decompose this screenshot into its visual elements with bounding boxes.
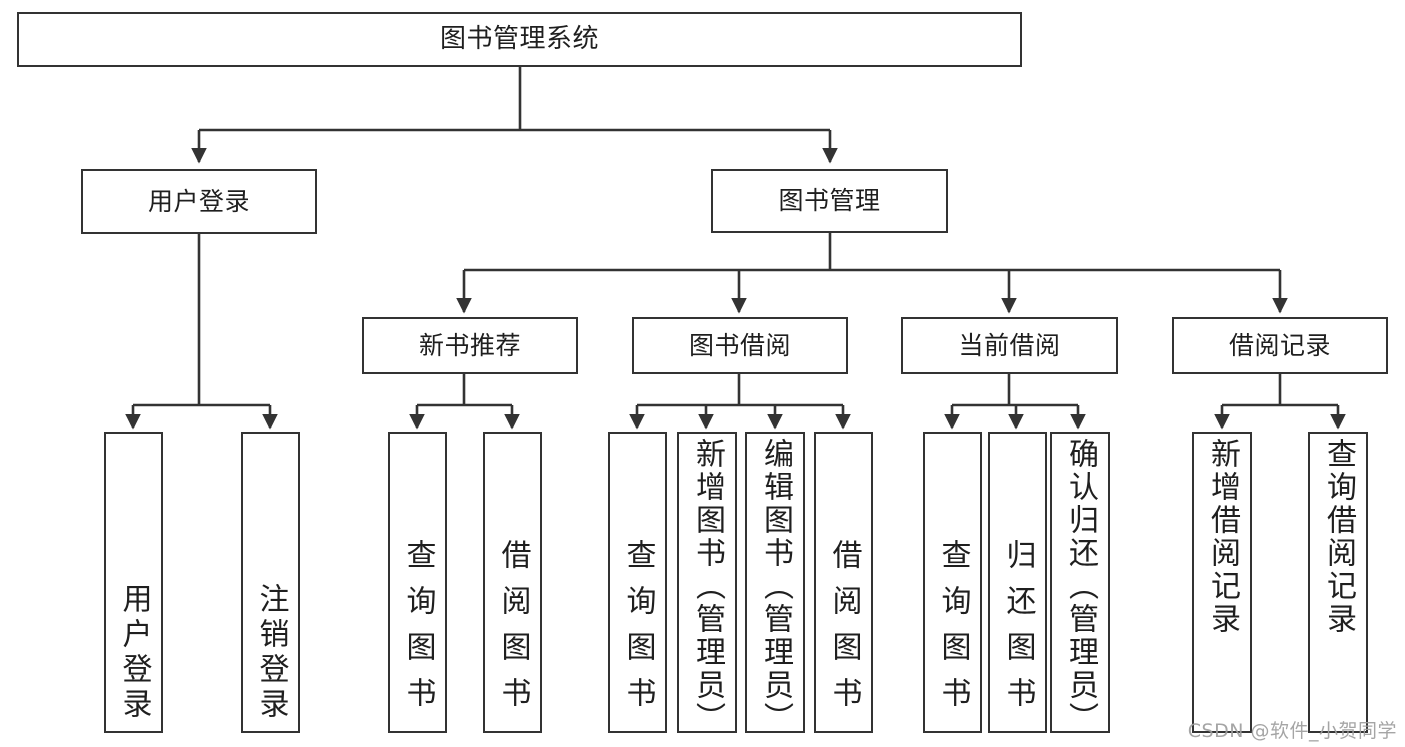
node-label: 借阅图书 [495, 539, 531, 723]
node-new-book-recommendation[interactable]: 新书推荐 [362, 317, 578, 374]
node-label: 注销登录 [253, 583, 289, 723]
node-label: 查询图书 [935, 539, 971, 723]
node-label: 确认归还（管理员） [1063, 438, 1098, 735]
node-root-book-management-system[interactable]: 图书管理系统 [17, 12, 1022, 67]
node-book-borrowing[interactable]: 图书借阅 [632, 317, 848, 374]
leaf-add-borrow-record[interactable]: 新增借阅记录 [1192, 432, 1252, 733]
watermark-csdn: CSDN @软件_小贺同学 [1187, 720, 1397, 742]
node-current-borrowing[interactable]: 当前借阅 [901, 317, 1118, 374]
leaf-query-books-borrow[interactable]: 查询图书 [608, 432, 667, 733]
node-label: 新书推荐 [418, 330, 521, 360]
node-label: 查询图书 [620, 539, 656, 723]
leaf-user-login[interactable]: 用户登录 [104, 432, 163, 733]
node-label: 用户登录 [147, 186, 250, 216]
leaf-add-book-admin[interactable]: 新增图书（管理员） [677, 432, 737, 735]
node-label: 编辑图书（管理员） [758, 438, 793, 735]
leaf-confirm-return-admin[interactable]: 确认归还（管理员） [1050, 432, 1110, 735]
node-label: 用户登录 [116, 583, 152, 723]
node-label: 当前借阅 [958, 330, 1061, 360]
node-user-login[interactable]: 用户登录 [81, 169, 317, 234]
node-label: 图书管理 [778, 186, 881, 216]
node-label: 新增借阅记录 [1205, 438, 1240, 636]
node-label: 查询图书 [400, 539, 436, 723]
leaf-query-books-recommend[interactable]: 查询图书 [388, 432, 447, 733]
node-label: 借阅记录 [1228, 330, 1331, 360]
node-label: 图书借阅 [688, 330, 791, 360]
leaf-query-borrow-record[interactable]: 查询借阅记录 [1308, 432, 1368, 733]
leaf-borrow-books-recommend[interactable]: 借阅图书 [483, 432, 542, 733]
node-label: 归还图书 [1000, 539, 1036, 723]
node-borrow-records[interactable]: 借阅记录 [1172, 317, 1388, 374]
node-label: 图书管理系统 [439, 24, 599, 55]
node-label: 新增图书（管理员） [690, 438, 725, 735]
node-label: 借阅图书 [826, 539, 862, 723]
node-book-management[interactable]: 图书管理 [711, 169, 948, 233]
leaf-query-books-current[interactable]: 查询图书 [923, 432, 982, 733]
node-label: 查询借阅记录 [1321, 438, 1356, 636]
leaf-edit-book-admin[interactable]: 编辑图书（管理员） [745, 432, 805, 735]
leaf-logout[interactable]: 注销登录 [241, 432, 300, 733]
leaf-return-books[interactable]: 归还图书 [988, 432, 1047, 733]
leaf-borrow-books[interactable]: 借阅图书 [814, 432, 873, 733]
